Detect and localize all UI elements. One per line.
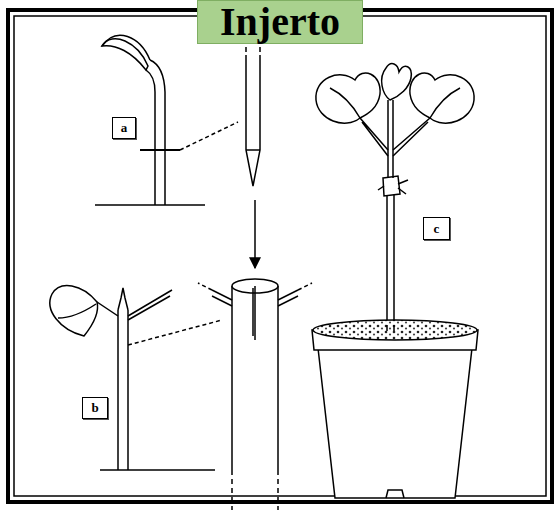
rootstock-seedling-part xyxy=(128,296,170,320)
rootstock-detail-part xyxy=(198,283,212,290)
seedling-scion-source xyxy=(95,35,238,205)
grafted-plant-part xyxy=(330,88,360,118)
title-box: Injerto xyxy=(197,0,363,44)
rootstock-detail-part xyxy=(277,470,279,510)
seedling-scion-source-part xyxy=(150,60,165,205)
outer-frame xyxy=(8,10,552,502)
rootstock-seedling-part xyxy=(127,310,129,470)
rootstock-seedling-part xyxy=(117,310,119,470)
scion-cutting-part xyxy=(246,55,260,186)
rootstock-seedling xyxy=(50,286,222,470)
outer-frame-part xyxy=(8,10,552,502)
grafted-plant-part xyxy=(393,192,395,325)
flower-pot xyxy=(312,320,478,498)
seedling-scion-source-part xyxy=(146,70,155,205)
panel-letter: a xyxy=(121,121,128,135)
rootstock-detail-part xyxy=(277,286,279,470)
grafted-plant-part xyxy=(360,118,388,156)
seedling-scion-source-part xyxy=(180,122,238,150)
scion-cutting-part xyxy=(246,149,260,151)
rootstock-detail-part xyxy=(278,290,298,300)
grafted-plant-part xyxy=(392,100,394,178)
rootstock-seedling-part xyxy=(97,302,118,316)
grafted-plant xyxy=(316,64,474,325)
seedling-scion-source-part xyxy=(102,35,150,60)
scion-cutting xyxy=(246,20,260,268)
flower-pot-part xyxy=(318,348,472,498)
rootstock-seedling-part xyxy=(118,288,128,310)
grafted-plant-part xyxy=(430,88,460,118)
rootstock-detail-part xyxy=(212,290,232,300)
grafted-plant-part xyxy=(386,192,388,325)
title-text: Injerto xyxy=(220,1,340,43)
seedling-scion-source-part xyxy=(102,39,148,70)
rootstock-detail-part xyxy=(278,296,298,306)
rootstock-seedling-part xyxy=(58,304,96,318)
flower-pot-part xyxy=(386,325,388,331)
flower-pot-part xyxy=(393,325,395,331)
grafted-plant-part xyxy=(382,64,412,100)
grafted-plant-part xyxy=(387,100,389,178)
label-box: b xyxy=(82,397,108,419)
rootstock-seedling-part xyxy=(128,320,222,345)
rootstock-detail xyxy=(198,279,312,510)
flower-pot-part xyxy=(386,490,404,498)
grafted-plant-part xyxy=(410,73,474,123)
rootstock-detail-part xyxy=(231,470,233,510)
scion-cutting-part xyxy=(254,200,256,268)
rootstock-seedling-part xyxy=(128,290,172,316)
rootstock-detail-part xyxy=(252,288,254,336)
panel-letter: c xyxy=(434,222,440,236)
rootstock-detail-part xyxy=(231,286,233,470)
rootstock-detail-part xyxy=(212,296,232,306)
rootstock-detail-part xyxy=(298,283,312,290)
outer-frame-part xyxy=(14,16,546,496)
label-box: a xyxy=(112,117,136,139)
panel-letter: b xyxy=(91,401,98,415)
grafted-plant-part xyxy=(393,118,430,156)
grafted-plant-part xyxy=(378,180,408,194)
seedling-scion-source-part xyxy=(140,149,180,151)
flower-pot-part xyxy=(313,320,477,340)
seedling-scion-source-part xyxy=(95,204,205,206)
rootstock-seedling-part xyxy=(50,286,98,336)
rootstock-detail-part xyxy=(254,286,256,340)
grafted-plant-part xyxy=(316,73,380,123)
label-box: c xyxy=(423,217,450,240)
grafted-plant-part xyxy=(383,176,400,196)
